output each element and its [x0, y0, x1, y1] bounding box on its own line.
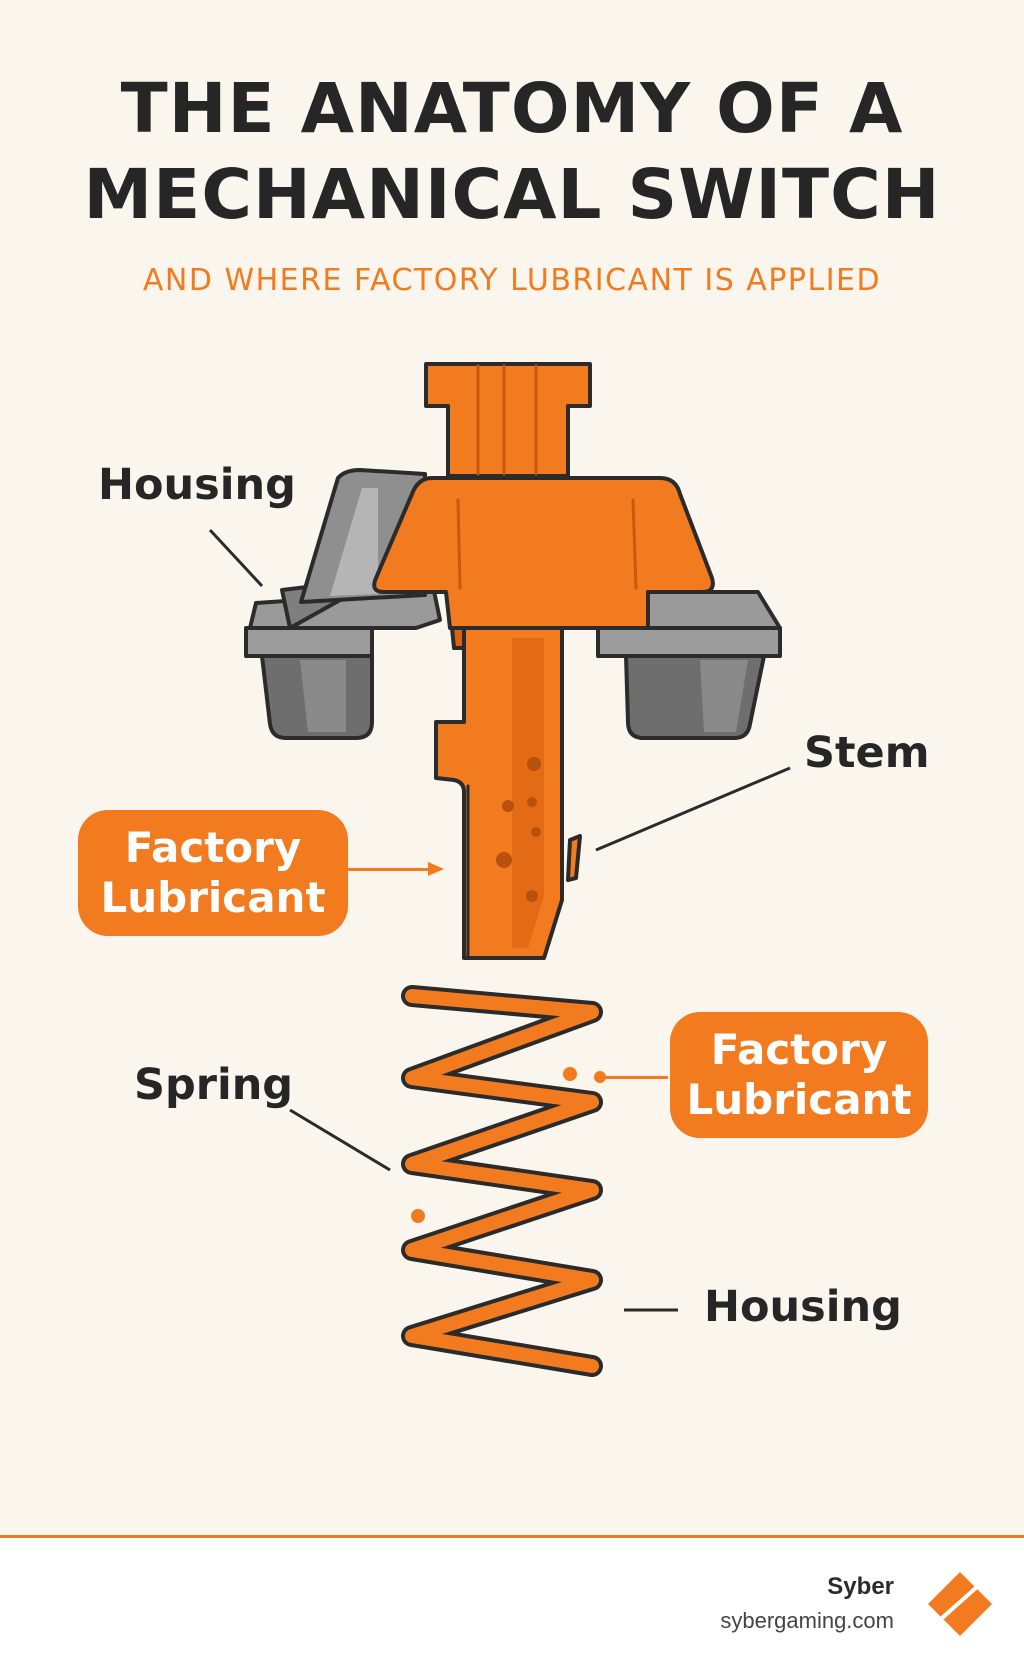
spring-coil: [401, 985, 603, 1377]
stem-lube-pointer-line: [346, 868, 428, 871]
label-spring: Spring: [134, 1060, 294, 1110]
housing-left-half: [244, 468, 442, 740]
stem-top: [424, 362, 592, 478]
lube-drop-icon: [563, 1067, 577, 1081]
stem-body: [434, 626, 582, 960]
callout-line: Lubricant: [686, 1075, 912, 1124]
stem-lube-arrow-icon: [428, 862, 444, 876]
callout-factory-lubricant-spring: Factory Lubricant: [670, 1012, 928, 1138]
footer-divider: [0, 1535, 1024, 1538]
footer-brand: Syber: [827, 1573, 894, 1600]
leader-housing-top: [208, 528, 264, 588]
syber-logo-icon: [928, 1572, 992, 1636]
lube-drop-icon: [594, 1071, 606, 1083]
leader-stem: [595, 766, 791, 852]
title-line-2: MECHANICAL SWITCH: [83, 155, 941, 235]
spring-lube-pointer-line: [604, 1076, 668, 1079]
label-housing-bottom: Housing: [704, 1282, 902, 1332]
callout-line: Factory: [710, 1025, 888, 1074]
leader-spring: [289, 1108, 391, 1172]
callout-line: Lubricant: [100, 873, 326, 922]
switch-diagram: [208, 362, 791, 1377]
page-subtitle: AND WHERE FACTORY LUBRICANT IS APPLIED: [142, 263, 882, 298]
footer: [0, 1538, 1024, 1666]
footer-site-link[interactable]: sybergaming.com: [720, 1608, 894, 1633]
page-title: THE ANATOMY OF A MECHANICAL SWITCH: [0, 66, 1024, 238]
title-line-1: THE ANATOMY OF A: [120, 69, 904, 149]
callout-factory-lubricant-stem: Factory Lubricant: [78, 810, 348, 936]
label-stem: Stem: [804, 728, 930, 778]
callout-line: Factory: [124, 823, 302, 872]
label-housing-top: Housing: [98, 460, 296, 510]
lube-drop-icon: [411, 1209, 425, 1223]
